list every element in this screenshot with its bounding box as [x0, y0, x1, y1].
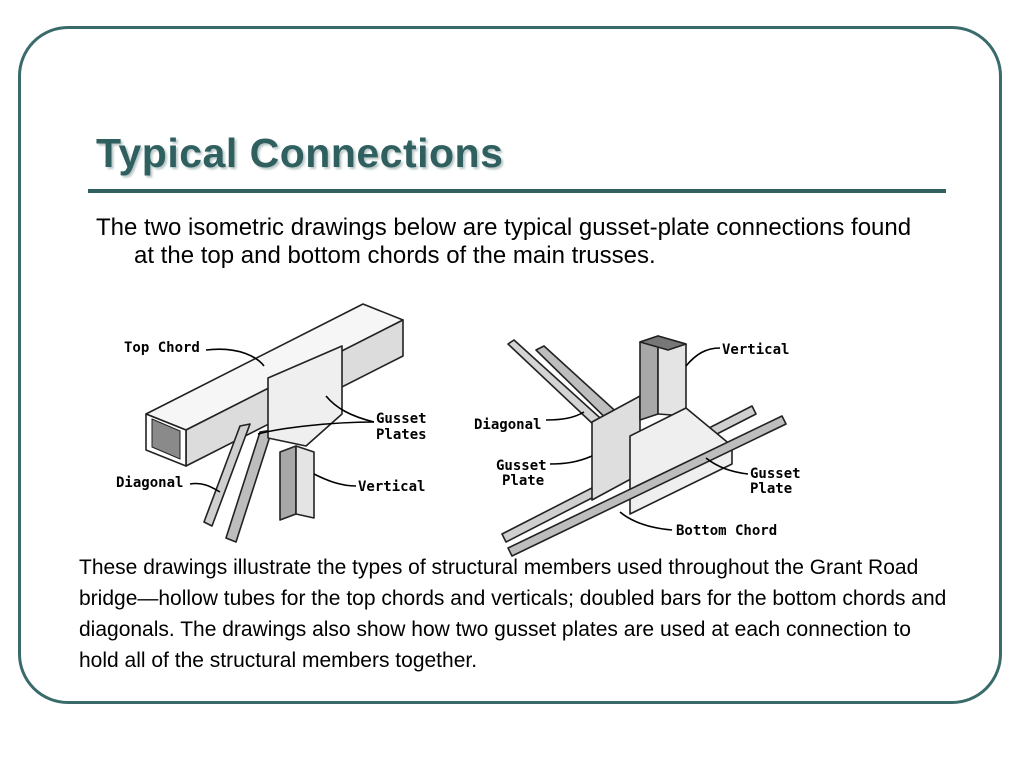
bottom-chord-bar-front — [507, 415, 787, 557]
bottom-vertical-front — [639, 335, 659, 421]
leader-bottom-gusset-right — [705, 457, 749, 475]
slide-title: Typical Connections — [96, 130, 504, 176]
label-top-vertical: Vertical — [358, 479, 425, 495]
intro-bullet: The two isometric drawings below are typ… — [96, 214, 912, 269]
top-vertical-front — [279, 445, 297, 521]
top-connection-drawing: Top Chord Gusset Plates Diagonal Vertica… — [116, 303, 427, 543]
leader-bottom-diagonal — [545, 411, 585, 421]
label-bottom-vertical: Vertical — [722, 342, 789, 358]
leader-top-diagonal — [189, 482, 221, 493]
top-vertical-side — [295, 445, 315, 519]
leader-top-chord — [205, 348, 265, 367]
leader-bottom-gusset-left — [549, 455, 593, 465]
label-top-diagonal: Diagonal — [116, 475, 183, 491]
bottom-connection-drawing: Vertical Diagonal Gusset Plate Gusset Pl… — [474, 335, 801, 557]
label-top-chord: Top Chord — [124, 340, 200, 356]
drawing-caption: These drawings illustrate the types of s… — [79, 556, 947, 672]
leader-gusset-plates-a — [325, 395, 375, 423]
leader-bottom-chord — [619, 511, 673, 531]
bottom-vertical-top — [639, 335, 687, 351]
title-divider — [88, 189, 946, 193]
label-bottom-gusset-right-line1: Gusset — [750, 466, 801, 482]
label-gusset-plates-line2: Plates — [376, 427, 427, 443]
top-chord-end-opening — [151, 418, 181, 460]
top-gusset-plate — [267, 345, 343, 447]
label-bottom-chord: Bottom Chord — [676, 523, 777, 539]
label-bottom-gusset-left-line1: Gusset — [496, 458, 547, 474]
leader-top-vertical — [313, 473, 357, 487]
leader-bottom-vertical — [685, 347, 721, 367]
label-bottom-gusset-left-line2: Plate — [502, 473, 544, 489]
label-bottom-gusset-right-line2: Plate — [750, 481, 792, 497]
leader-gusset-plates-b — [257, 421, 375, 435]
connection-drawings: Top Chord Gusset Plates Diagonal Vertica… — [116, 303, 801, 557]
slide-frame — [18, 26, 1002, 704]
label-gusset-plates-line1: Gusset — [376, 411, 427, 427]
label-bottom-diagonal: Diagonal — [474, 417, 541, 433]
